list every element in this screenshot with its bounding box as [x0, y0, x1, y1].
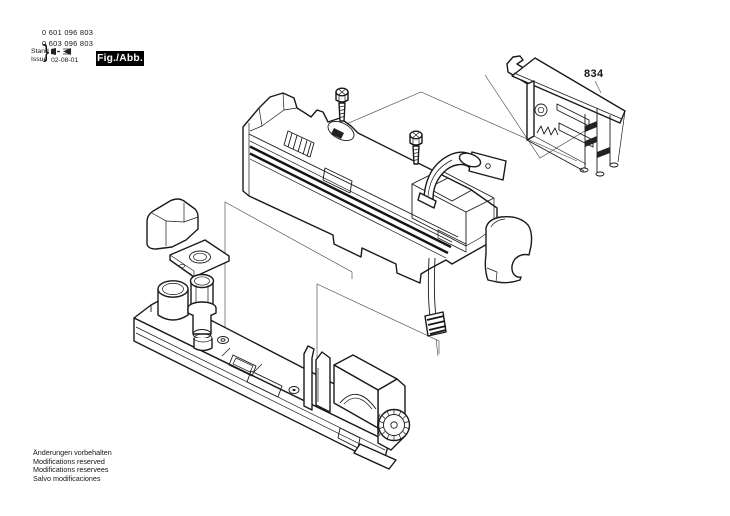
ribbon-cable-drawing: [424, 257, 447, 337]
sensor-block-drawing: [146, 198, 230, 278]
screw-top-left-drawing: [335, 87, 349, 122]
drive-module-drawing: [333, 354, 411, 470]
revision-stamp-icon: [51, 48, 71, 55]
footer-notice-es: Salvo modificaciones: [33, 473, 101, 483]
end-cap-drawing: [484, 215, 533, 284]
footer-notice-en: Modifications reserved: [33, 456, 105, 466]
base-post-drawing: [303, 345, 331, 413]
thumb-wheel-drawing: [377, 408, 411, 442]
upper-housing-drawing: [242, 92, 498, 284]
figure-label-box: Fig./Abb. 1: [96, 51, 144, 79]
stand-label: Stand: [31, 47, 49, 55]
revision-brace: }: [43, 42, 50, 63]
footer-notice-fr: Modifications reservees: [33, 465, 109, 475]
part-callout-834: 834: [584, 68, 604, 80]
clip-strap-drawing: [417, 151, 507, 209]
revision-date: 02-08-01: [51, 56, 79, 64]
screw-top-right-drawing: [409, 130, 423, 165]
issue-label: Issue: [31, 56, 48, 63]
bracket-834-drawing: [506, 55, 626, 177]
type-number-1: 0 601 096 803: [42, 28, 94, 37]
type-number-2: 0 603 096 803: [42, 39, 94, 48]
cylinder-parts-drawing: [157, 273, 217, 352]
footer-notice-de: Änderungen vorbehalten: [33, 448, 112, 457]
